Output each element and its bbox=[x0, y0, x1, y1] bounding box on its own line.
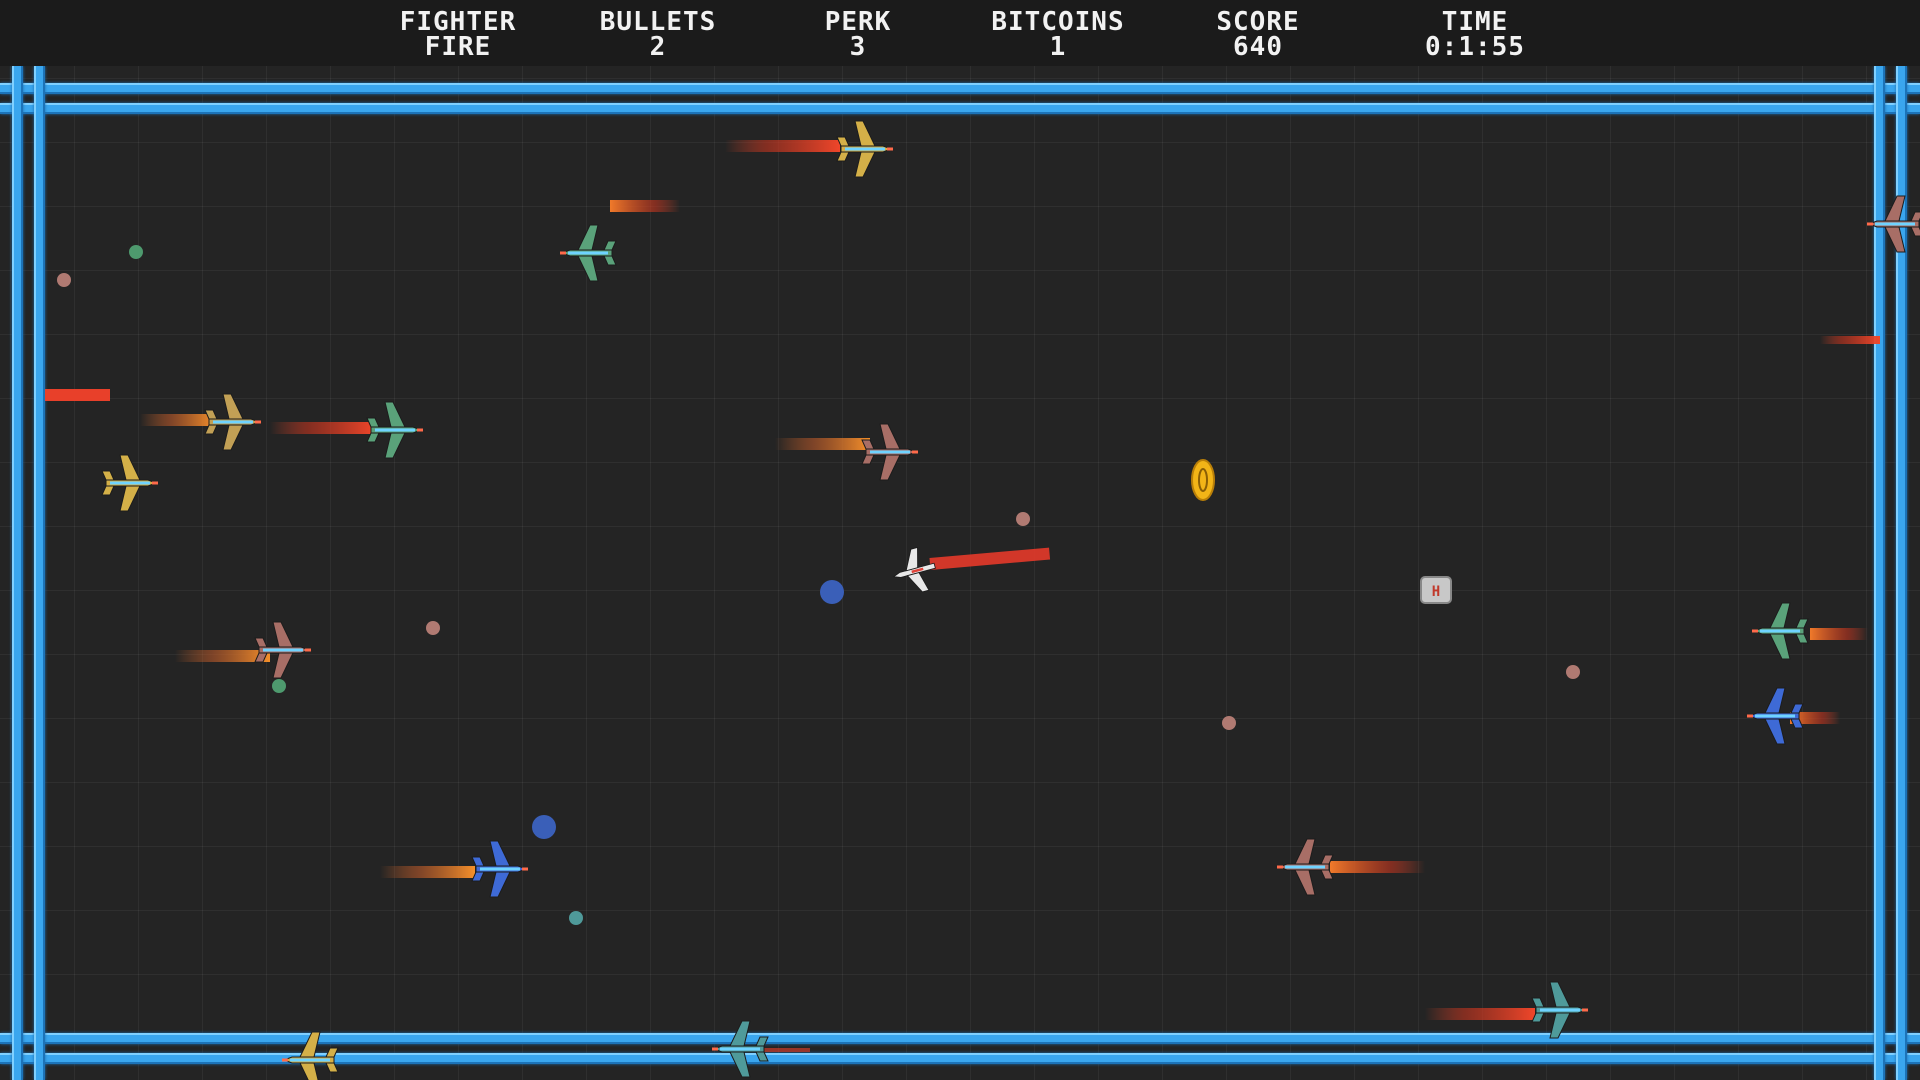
exhaust-trail bbox=[730, 1048, 810, 1052]
rose-fighter-icon bbox=[1277, 838, 1334, 896]
teal-fighter-icon bbox=[1531, 981, 1588, 1039]
yellow-fighter-icon bbox=[282, 1031, 339, 1080]
energy-orb bbox=[1222, 716, 1236, 730]
energy-orb bbox=[272, 679, 286, 693]
hud-fighter: FIGHTER FIRE bbox=[358, 7, 558, 62]
wall-bottom-inner bbox=[0, 1033, 1920, 1044]
exhaust-trail bbox=[929, 547, 1051, 570]
wall-top-outer bbox=[0, 83, 1920, 94]
exhaust-trail bbox=[1790, 712, 1840, 724]
bitcoin-coin-icon[interactable] bbox=[1191, 459, 1215, 501]
energy-orb bbox=[129, 245, 143, 259]
exhaust-trail bbox=[1330, 861, 1425, 873]
exhaust-trail bbox=[140, 414, 215, 426]
hud-bullets-value: 2 bbox=[649, 32, 667, 62]
hud-perk-label: PERK bbox=[824, 7, 892, 37]
rose-fighter-icon bbox=[1867, 195, 1920, 253]
green-fighter-icon bbox=[366, 401, 423, 459]
hud-fighter-label: FIGHTER bbox=[399, 7, 517, 37]
exhaust-trail bbox=[175, 650, 270, 662]
energy-orb bbox=[426, 621, 440, 635]
exhaust-trail bbox=[380, 866, 475, 878]
green-fighter-icon bbox=[1752, 602, 1809, 660]
hud-perk-value: 3 bbox=[849, 32, 867, 62]
rose-fighter-icon bbox=[254, 621, 311, 679]
wall-right-outer bbox=[1896, 66, 1907, 1080]
game-arena[interactable]: H bbox=[0, 66, 1920, 1080]
hud-time-label: TIME bbox=[1441, 7, 1509, 37]
exhaust-trails bbox=[45, 140, 1880, 1052]
teal-fighter-icon bbox=[712, 1020, 769, 1078]
hud-bitcoins-value: 1 bbox=[1049, 32, 1067, 62]
yellow-fighter-icon bbox=[836, 120, 893, 178]
energy-orb bbox=[57, 273, 71, 287]
energy-orb bbox=[569, 911, 583, 925]
wall-left-outer bbox=[12, 66, 23, 1080]
wall-top-inner bbox=[0, 103, 1920, 114]
energy-orb bbox=[1566, 665, 1580, 679]
hud-score-label: SCORE bbox=[1216, 7, 1300, 37]
hud-time: TIME 0:1:55 bbox=[1375, 7, 1575, 62]
orbs bbox=[57, 245, 1580, 925]
fighters bbox=[101, 120, 1920, 1080]
hud-bullets: BULLETS 2 bbox=[558, 7, 758, 62]
hud-bar: FIGHTER FIRE BULLETS 2 PERK 3 BITCOINS 1… bbox=[0, 0, 1920, 66]
health-crate-icon[interactable]: H bbox=[1420, 576, 1452, 604]
hud-bitcoins: BITCOINS 1 bbox=[958, 7, 1158, 62]
exhaust-trail bbox=[725, 140, 840, 152]
green-fighter-icon bbox=[560, 224, 617, 282]
exhaust-trail bbox=[1810, 628, 1868, 640]
tan-fighter-icon bbox=[204, 393, 261, 451]
player-white-fighter-icon[interactable] bbox=[888, 544, 940, 598]
wall-bottom-outer bbox=[0, 1053, 1920, 1064]
blue-fighter-icon bbox=[1747, 687, 1804, 745]
wall-left-inner bbox=[34, 66, 45, 1080]
energy-orb bbox=[532, 815, 556, 839]
exhaust-trail bbox=[270, 422, 375, 434]
exhaust-trail bbox=[45, 389, 110, 401]
rose-fighter-icon bbox=[861, 423, 918, 481]
hud-time-value: 0:1:55 bbox=[1425, 32, 1525, 62]
hud-bitcoins-label: BITCOINS bbox=[991, 7, 1125, 37]
blue-fighter-icon bbox=[471, 840, 528, 898]
exhaust-trail bbox=[1425, 1008, 1535, 1020]
hud-fighter-value: FIRE bbox=[424, 32, 492, 62]
hud-score: SCORE 640 bbox=[1158, 7, 1358, 62]
exhaust-trail bbox=[775, 438, 870, 450]
yellow-fighter-icon bbox=[101, 454, 158, 512]
hud-bullets-label: BULLETS bbox=[599, 7, 717, 37]
health-crate-label: H bbox=[1432, 584, 1440, 600]
sprite-layer: H bbox=[45, 120, 1920, 1080]
energy-orb bbox=[1016, 512, 1030, 526]
hud-score-value: 640 bbox=[1233, 32, 1283, 62]
energy-orb bbox=[820, 580, 844, 604]
exhaust-trail bbox=[610, 200, 680, 212]
wall-right-inner bbox=[1874, 66, 1885, 1080]
hud-perk: PERK 3 bbox=[758, 7, 958, 62]
exhaust-trail bbox=[1820, 336, 1880, 344]
